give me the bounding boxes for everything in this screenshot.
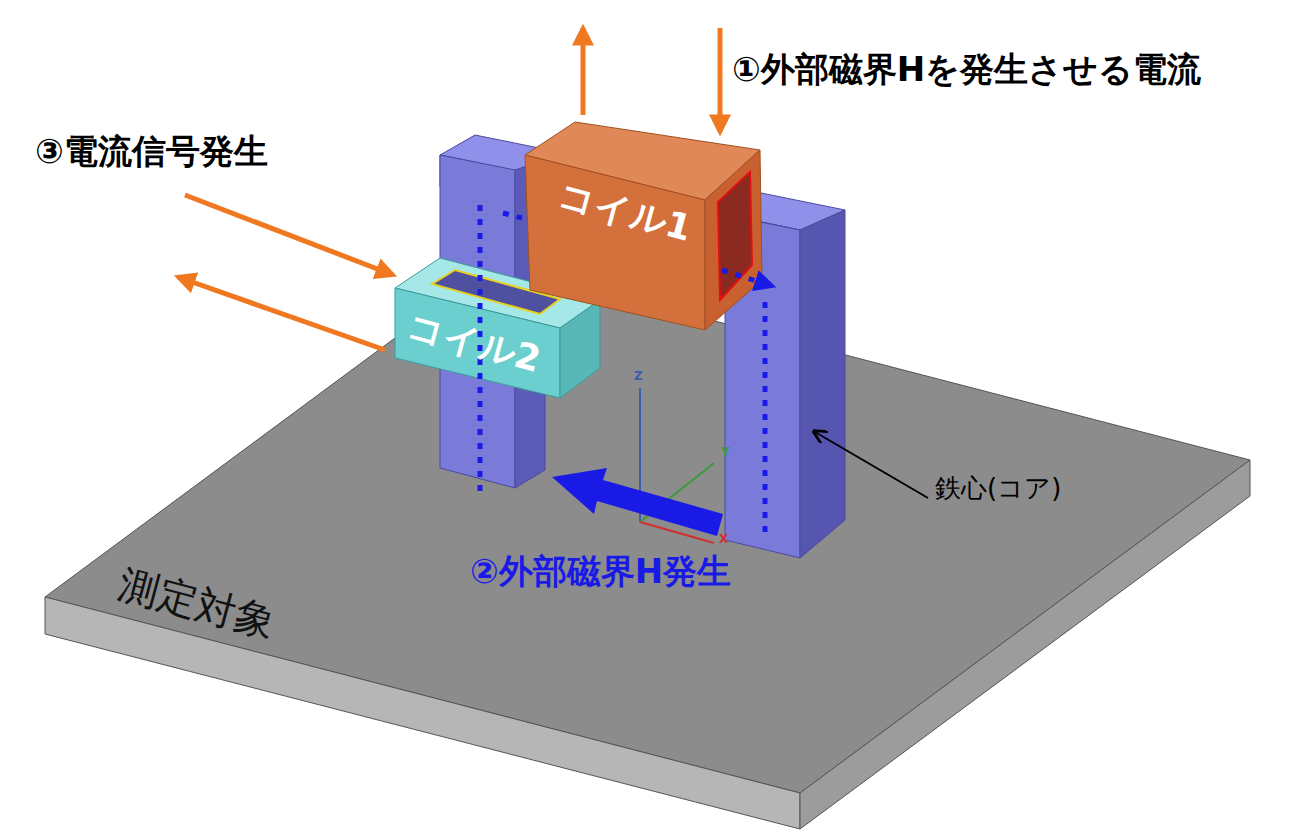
coil-1-current-in xyxy=(718,28,723,132)
axis-name: Z xyxy=(634,370,643,384)
coil-1-hole xyxy=(718,172,752,300)
coil-name: コイル2 xyxy=(403,305,545,380)
core-right-leg-side xyxy=(800,210,845,558)
coil-name: コイル1 xyxy=(554,174,696,249)
coil-1-end xyxy=(705,150,762,330)
part-name: 鉄心(コア) xyxy=(935,474,1061,504)
coil-2-signal-out xyxy=(178,277,385,350)
coil-name: 測定対象 xyxy=(114,560,280,646)
coil-label-box: コイル1 xyxy=(546,168,704,255)
callout-label: ③電流信号発生 xyxy=(35,132,268,171)
core-leader xyxy=(815,432,928,498)
coil-2-side xyxy=(560,300,600,398)
coil-2-signal-in xyxy=(185,195,393,275)
flux-right-leg xyxy=(763,302,768,540)
callout-label: ②外部磁界H発生 xyxy=(470,552,731,591)
flux-top-left xyxy=(503,213,522,218)
current-arrows xyxy=(178,28,720,350)
coil-1-current-out xyxy=(581,28,586,115)
field-arrow xyxy=(552,468,723,536)
flux-top-right xyxy=(722,270,772,286)
axis-name: X xyxy=(719,533,728,547)
callout-label: ①外部磁界Hを発生させる電流 xyxy=(732,50,1201,89)
coil-1-front xyxy=(525,155,705,330)
target-plate xyxy=(45,264,1250,829)
target-label-box: 測定対象 xyxy=(102,554,292,652)
axis-name: Y xyxy=(721,446,730,460)
plate-top xyxy=(45,264,1250,793)
coil-1 xyxy=(525,122,762,330)
plate-right-side xyxy=(800,460,1250,829)
plate-front-side xyxy=(45,597,800,829)
coil-label-box: コイル2 xyxy=(395,299,553,386)
